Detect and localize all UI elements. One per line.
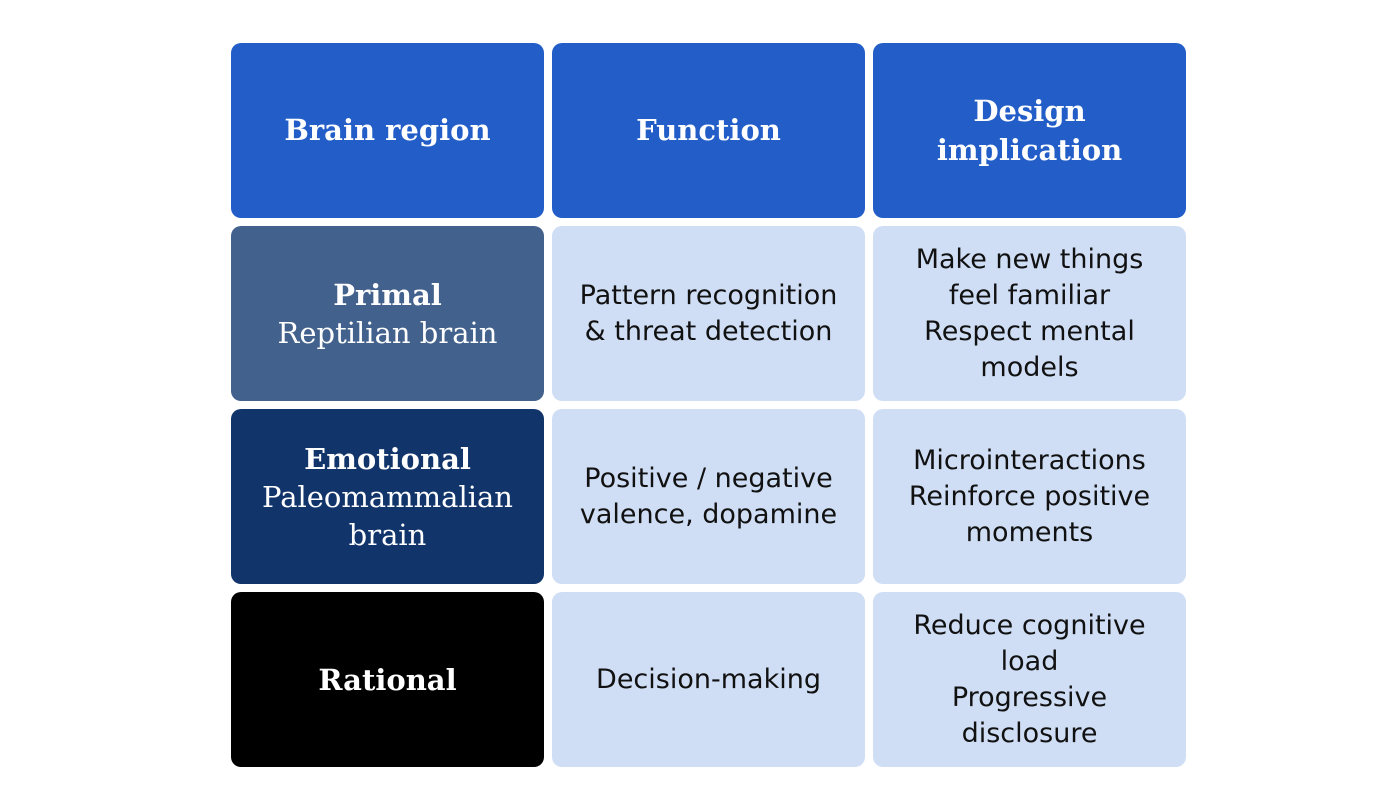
region-subtitle: Paleomammalian brain <box>262 479 513 552</box>
implication-primal: Make new things feel familiar Respect me… <box>873 226 1186 401</box>
function-primal: Pattern recognition & threat detection <box>552 226 865 401</box>
implication-item: Progressive disclosure <box>951 681 1108 749</box>
header-design-implication: Design implication <box>873 43 1186 218</box>
region-rational: Rational <box>231 592 544 767</box>
region-name: Rational <box>318 662 457 697</box>
implication-item: Reduce cognitive load <box>913 609 1146 677</box>
brain-region-table: Brain region Function Design implication… <box>231 43 1186 767</box>
region-name: Primal <box>333 277 442 312</box>
function-text: Positive / negative valence, dopamine <box>579 462 838 530</box>
function-rational: Decision-making <box>552 592 865 767</box>
implication-rational: Reduce cognitive load Progressive disclo… <box>873 592 1186 767</box>
function-emotional: Positive / negative valence, dopamine <box>552 409 865 584</box>
header-label: Brain region <box>284 113 491 147</box>
header-function: Function <box>552 43 865 218</box>
function-text: Pattern recognition & threat detection <box>579 279 838 347</box>
implication-emotional: Microinteractions Reinforce positive mom… <box>873 409 1186 584</box>
function-text: Decision-making <box>596 663 821 695</box>
header-brain-region: Brain region <box>231 43 544 218</box>
region-subtitle: Reptilian brain <box>277 315 498 350</box>
implication-item: Reinforce positive moments <box>908 480 1151 548</box>
region-name: Emotional <box>304 441 471 476</box>
region-emotional: Emotional Paleomammalian brain <box>231 409 544 584</box>
region-primal: Primal Reptilian brain <box>231 226 544 401</box>
header-label: Design implication <box>936 93 1123 167</box>
header-label: Function <box>636 113 781 147</box>
implication-item: Respect mental models <box>924 315 1135 383</box>
implication-item: Make new things feel familiar <box>915 243 1144 311</box>
implication-item: Microinteractions <box>913 444 1146 476</box>
